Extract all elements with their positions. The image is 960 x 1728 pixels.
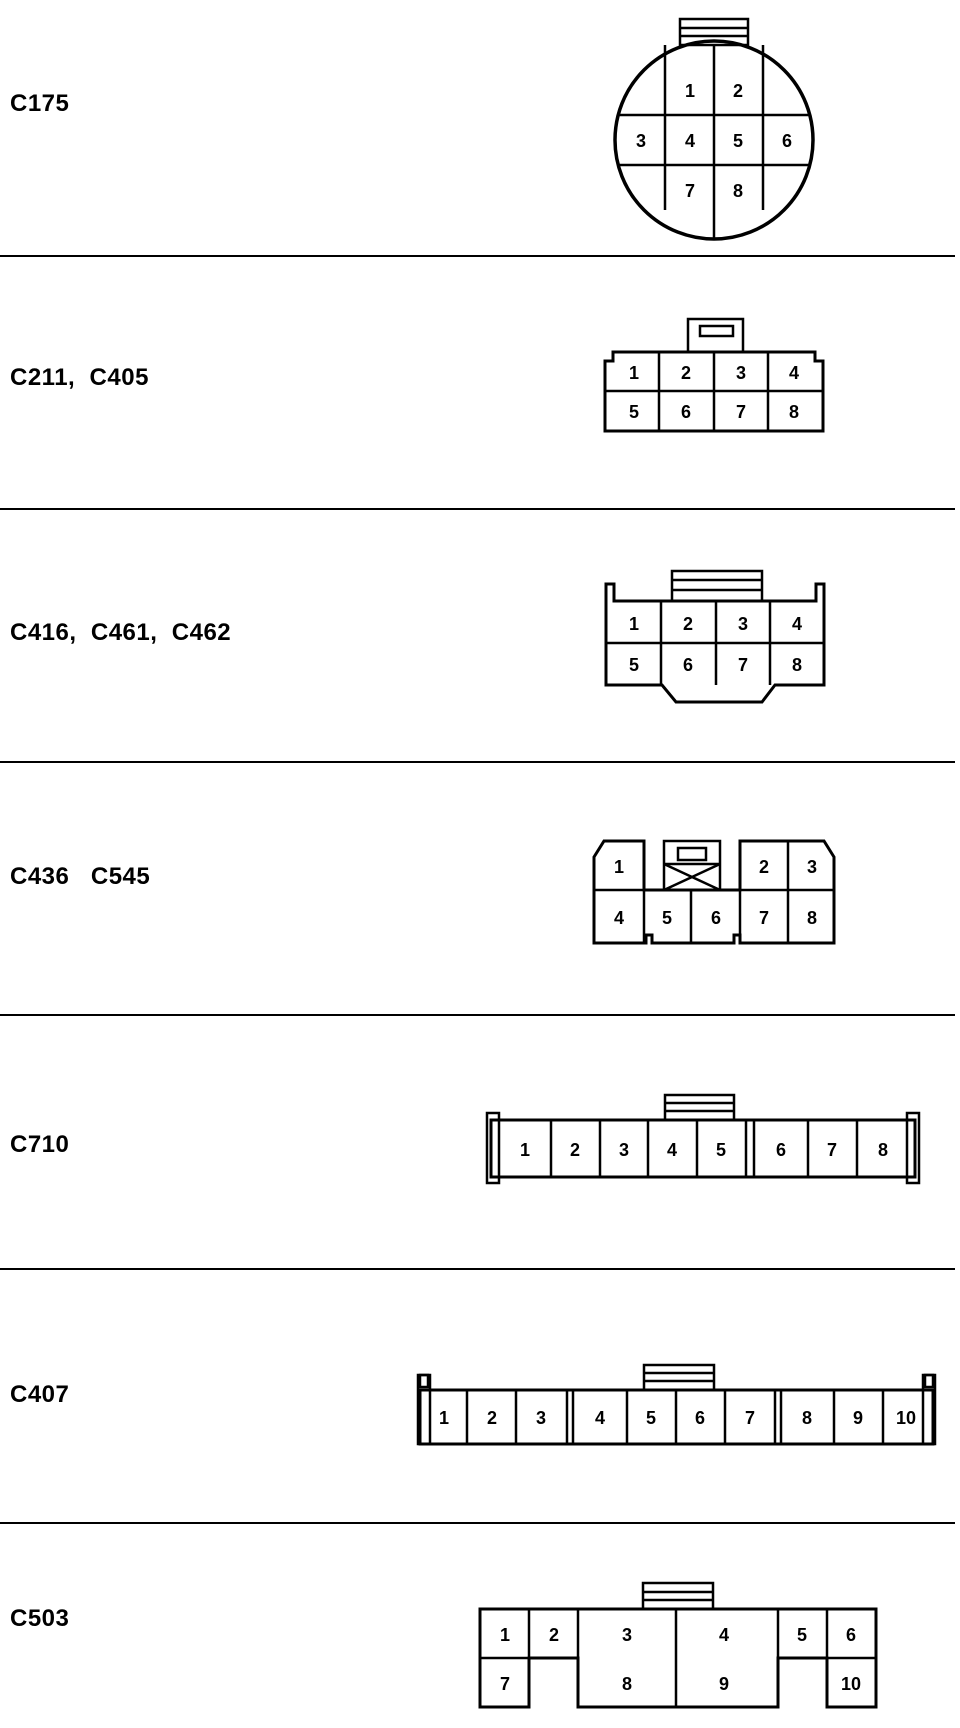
pin-6-label: 6 [711, 908, 721, 928]
pin-3-label: 3 [738, 614, 748, 634]
pin-1-label: 1 [614, 857, 624, 877]
connector-label-c710: C710 [10, 1131, 70, 1158]
connector-label-c503: C503 [10, 1605, 70, 1632]
section-divider [0, 1268, 955, 1270]
connector-c416-c461-c462-face: 1 2 3 4 5 6 7 8 [604, 569, 826, 704]
pin-2-label: 2 [759, 857, 769, 877]
pin-4-label: 4 [719, 1625, 729, 1645]
connector-c503-face: 1 2 3 4 5 6 7 8 9 10 [478, 1581, 878, 1709]
section-divider [0, 255, 955, 257]
pin-7-label: 7 [500, 1674, 510, 1694]
connector-label-c175: C175 [10, 90, 70, 117]
pin-4-label: 4 [789, 363, 799, 383]
pin-6-label: 6 [695, 1408, 705, 1428]
pin-7-label: 7 [745, 1408, 755, 1428]
pin-6-label: 6 [776, 1140, 786, 1160]
pin-7-label: 7 [736, 402, 746, 422]
pin-2-label: 2 [487, 1408, 497, 1428]
connector-c710-face: 1 2 3 4 5 6 7 8 [485, 1093, 921, 1185]
pin-5-label: 5 [646, 1408, 656, 1428]
connector-c211-c405-face: 1 2 3 4 5 6 7 8 [603, 317, 825, 433]
section-divider [0, 1014, 955, 1016]
connector-c436-c545-face: 1 2 3 4 5 6 7 8 [592, 839, 836, 945]
pin-6-label: 6 [782, 131, 792, 151]
pin-4-label: 4 [685, 131, 695, 151]
pin-4-label: 4 [595, 1408, 605, 1428]
pin-8-label: 8 [807, 908, 817, 928]
section-divider [0, 1522, 955, 1524]
pin-2-label: 2 [681, 363, 691, 383]
pin-8-label: 8 [733, 181, 743, 201]
pin-2-label: 2 [733, 81, 743, 101]
pin-3-label: 3 [622, 1625, 632, 1645]
section-divider [0, 508, 955, 510]
pin-10-label: 10 [841, 1674, 861, 1694]
pin-1-label: 1 [520, 1140, 530, 1160]
connector-c175-face: 1 2 3 4 5 6 7 8 [613, 17, 815, 241]
pin-2-label: 2 [570, 1140, 580, 1160]
pin-7-label: 7 [738, 655, 748, 675]
pin-6-label: 6 [846, 1625, 856, 1645]
pin-4-label: 4 [792, 614, 802, 634]
pin-4-label: 4 [614, 908, 624, 928]
pin-1-label: 1 [500, 1625, 510, 1645]
pin-6-label: 6 [681, 402, 691, 422]
pin-5-label: 5 [629, 402, 639, 422]
pin-5-label: 5 [797, 1625, 807, 1645]
pin-1-label: 1 [685, 81, 695, 101]
connector-c407-face: 1 2 3 4 5 6 7 8 9 10 [416, 1363, 937, 1446]
pin-3-label: 3 [619, 1140, 629, 1160]
pin-8-label: 8 [792, 655, 802, 675]
pin-3-label: 3 [807, 857, 817, 877]
connector-label-c211-c405: C211, C405 [10, 364, 149, 391]
pin-8-label: 8 [789, 402, 799, 422]
pin-1-label: 1 [629, 614, 639, 634]
pin-9-label: 9 [853, 1408, 863, 1428]
pin-5-label: 5 [662, 908, 672, 928]
pin-2-label: 2 [683, 614, 693, 634]
pin-9-label: 9 [719, 1674, 729, 1694]
pin-1-label: 1 [629, 363, 639, 383]
pin-7-label: 7 [827, 1140, 837, 1160]
section-divider [0, 761, 955, 763]
pin-2-label: 2 [549, 1625, 559, 1645]
pin-5-label: 5 [716, 1140, 726, 1160]
pin-5-label: 5 [733, 131, 743, 151]
pin-7-label: 7 [685, 181, 695, 201]
connector-label-c416-c461-c462: C416, C461, C462 [10, 619, 232, 646]
pin-1-label: 1 [439, 1408, 449, 1428]
pin-5-label: 5 [629, 655, 639, 675]
pin-4-label: 4 [667, 1140, 677, 1160]
pin-8-label: 8 [802, 1408, 812, 1428]
pin-8-label: 8 [622, 1674, 632, 1694]
pin-3-label: 3 [536, 1408, 546, 1428]
pin-8-label: 8 [878, 1140, 888, 1160]
pin-6-label: 6 [683, 655, 693, 675]
pin-3-label: 3 [636, 131, 646, 151]
pin-10-label: 10 [896, 1408, 916, 1428]
connector-label-c407: C407 [10, 1381, 70, 1408]
pin-7-label: 7 [759, 908, 769, 928]
connector-label-c436-c545: C436 C545 [10, 863, 151, 890]
pin-3-label: 3 [736, 363, 746, 383]
